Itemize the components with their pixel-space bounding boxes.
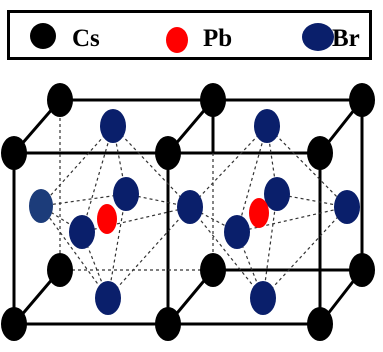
br-atom xyxy=(224,215,250,249)
cs-atom xyxy=(155,307,181,341)
cs-legend-marker xyxy=(30,23,56,49)
br-atom xyxy=(250,281,276,315)
pb-atom xyxy=(97,204,117,234)
cs-atom xyxy=(1,136,27,170)
pb-legend-label: Pb xyxy=(203,25,233,52)
br-legend-label: Br xyxy=(332,25,360,52)
br-atom xyxy=(254,109,280,143)
br-atom xyxy=(264,177,290,211)
br-atom xyxy=(177,190,203,224)
pb-atoms xyxy=(97,198,269,234)
br-atom xyxy=(29,189,53,223)
br-atom xyxy=(95,281,121,315)
br-atom xyxy=(334,190,360,224)
cs-legend-label: Cs xyxy=(72,25,100,52)
pb-atom xyxy=(249,198,269,228)
cs-atom xyxy=(1,307,27,341)
cs-atom xyxy=(307,307,333,341)
cs-atom xyxy=(200,253,226,287)
cs-atom xyxy=(349,253,375,287)
cs-atom xyxy=(307,136,333,170)
cs-atom xyxy=(200,83,226,117)
cs-atom xyxy=(155,136,181,170)
br-atom xyxy=(113,177,139,211)
cs-atoms xyxy=(1,83,375,341)
br-atom xyxy=(69,215,95,249)
cs-atom xyxy=(47,253,73,287)
br-atoms xyxy=(29,109,360,315)
br-atom xyxy=(100,109,126,143)
dashed-bonds xyxy=(40,100,348,299)
pb-legend-marker xyxy=(166,27,188,53)
cs-atom xyxy=(47,83,73,117)
br-legend-marker xyxy=(302,23,334,51)
legend: Cs Pb Br xyxy=(7,10,372,60)
cs-atom xyxy=(349,83,375,117)
